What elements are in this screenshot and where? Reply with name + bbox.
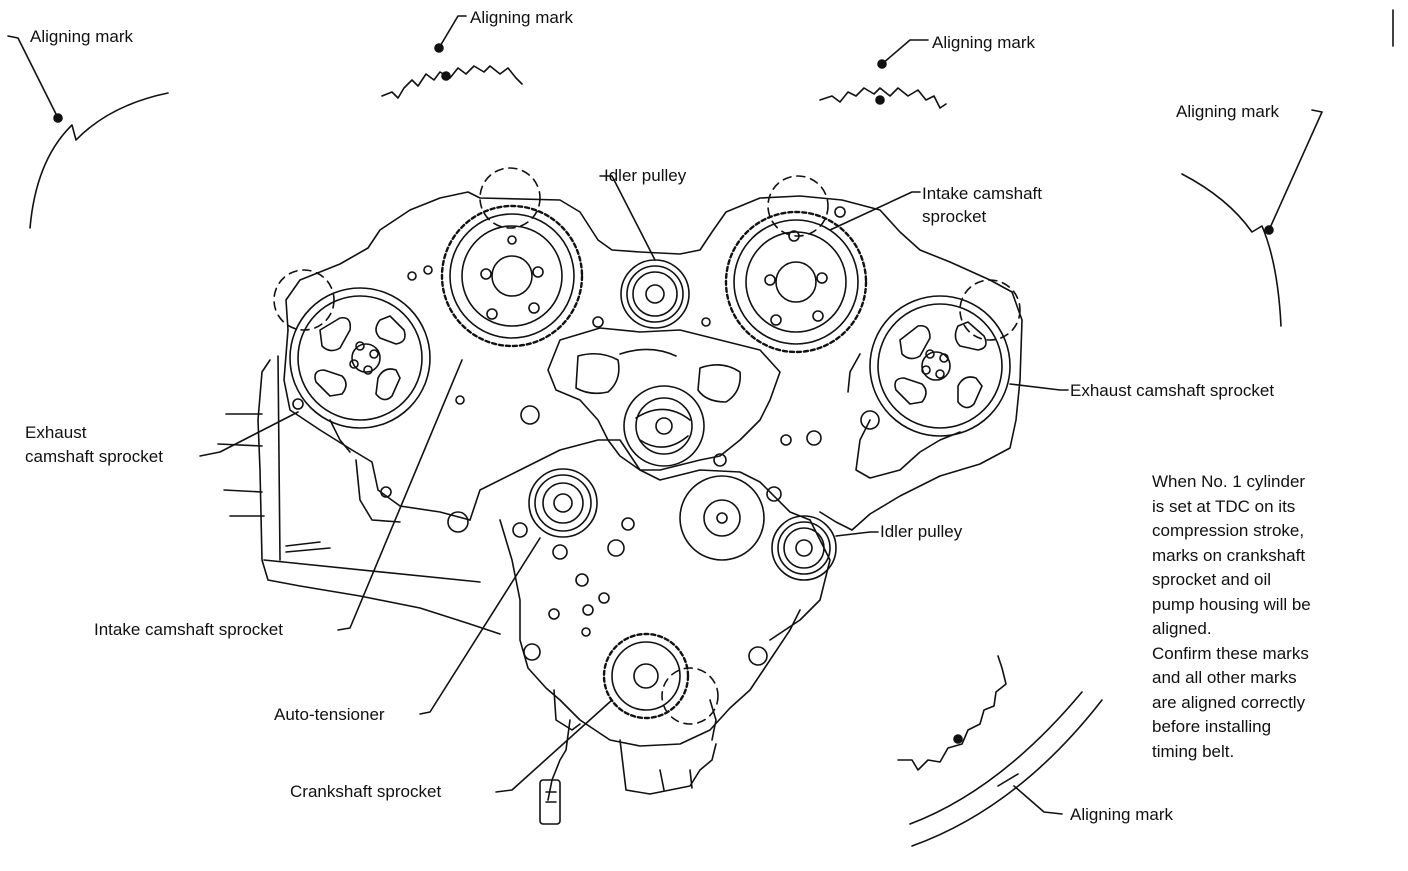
- intake-camshaft-sprocket-label-right-line1: Intake camshaft: [922, 184, 1043, 203]
- aligning-mark-label-top-right: Aligning mark: [932, 33, 1035, 52]
- intake-camshaft-sprocket-label-left: Intake camshaft sprocket: [94, 620, 283, 639]
- note-line: is set at TDC on its: [1152, 496, 1296, 516]
- intake-camshaft-sprocket-label-right-line2: sprocket: [922, 207, 987, 226]
- crankshaft-sprocket-label: Crankshaft sprocket: [290, 782, 442, 801]
- note-line: Confirm these marks: [1152, 643, 1309, 663]
- left-intake-camshaft-sprocket: [440, 167, 584, 348]
- detail-bottom-right-crank: [897, 655, 1103, 847]
- auto-tensioner: [528, 468, 598, 538]
- tdc-instruction-note: When No. 1 cylinder is set at TDC on its…: [1152, 470, 1402, 764]
- note-line: before installing: [1152, 717, 1272, 736]
- engine-block: [217, 191, 1023, 825]
- aligning-mark-label-far-right: Aligning mark: [1176, 102, 1279, 121]
- detail-top-sprocket-teeth-left: [381, 15, 523, 99]
- left-exhaust-camshaft-sprocket: [273, 269, 431, 429]
- right-intake-camshaft-sprocket: [724, 175, 868, 354]
- note-line: marks on crankshaft: [1152, 545, 1306, 565]
- aligning-mark-label-top-left: Aligning mark: [30, 27, 133, 46]
- note-line: sprocket and oil: [1152, 570, 1272, 589]
- detail-top-left-arc: [7, 35, 169, 229]
- note-line: pump housing will be: [1152, 594, 1311, 614]
- note-line: timing belt.: [1152, 741, 1235, 761]
- leader-lines: [199, 175, 1069, 793]
- note-line: compression stroke,: [1152, 521, 1305, 540]
- aligning-mark-label-bottom-right: Aligning mark: [1070, 805, 1173, 824]
- crankshaft-sprocket: [602, 632, 719, 725]
- note-line: and all other marks: [1152, 668, 1297, 687]
- detail-top-right-arc: [1181, 9, 1394, 327]
- right-exhaust-camshaft-sprocket: [869, 279, 1021, 437]
- aligning-mark-label-top-center: Aligning mark: [470, 8, 573, 27]
- exhaust-camshaft-sprocket-label-left-line1: Exhaust: [25, 423, 87, 442]
- idler-pulley-label-top: Idler pulley: [604, 166, 687, 185]
- note-line: are aligned correctly: [1152, 692, 1306, 712]
- auto-tensioner-label: Auto-tensioner: [274, 705, 385, 724]
- idler-pulley-label-lower: Idler pulley: [880, 522, 963, 541]
- exhaust-camshaft-sprocket-label-right: Exhaust camshaft sprocket: [1070, 381, 1275, 400]
- exhaust-camshaft-sprocket-label-left-line2: camshaft sprocket: [25, 447, 163, 466]
- note-line: aligned.: [1152, 619, 1212, 638]
- center-idler-pulley: [620, 259, 690, 329]
- lower-idler-pulley: [771, 515, 837, 581]
- note-line: When No. 1 cylinder: [1152, 472, 1306, 491]
- detail-top-sprocket-teeth-right: [819, 39, 947, 109]
